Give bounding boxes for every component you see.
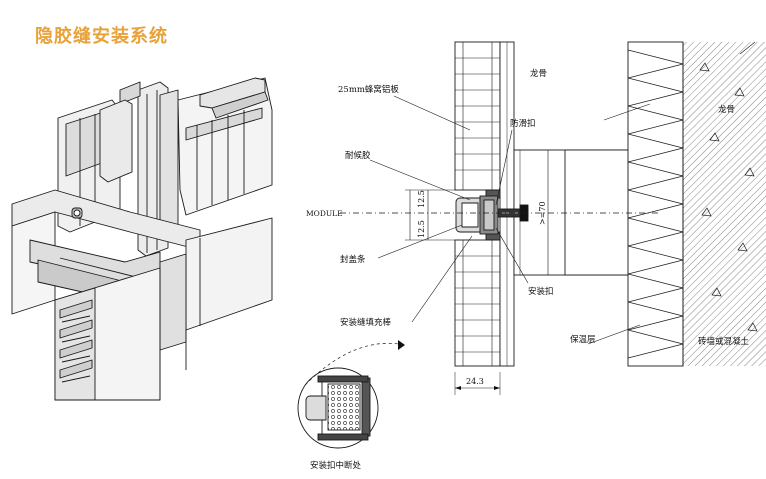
section-drawing (297, 41, 766, 449)
dim-12-5-bottom: 12.5 (417, 220, 426, 238)
isometric-assembly (11, 77, 273, 401)
page-title: 隐胶缝安装系统 (35, 26, 168, 47)
label-keel-top: 龙骨 (530, 68, 547, 79)
dim-12-5-top: 12.5 (417, 190, 426, 208)
label-insulation: 保温层 (570, 334, 596, 345)
dim-depth: >=70 (538, 201, 547, 225)
label-filler-rod: 安装缝填充棒 (340, 317, 392, 328)
label-honeycomb-panel: 25mm蜂窝铝板 (338, 84, 399, 95)
label-sealing-strip: 封盖条 (340, 254, 366, 265)
label-wall: 砖墙或混凝土 (698, 336, 750, 347)
label-install-clip: 安装扣 (528, 286, 554, 297)
label-weather-sealant: 耐候胶 (345, 150, 371, 161)
label-anti-slip-clip: 防滑扣 (510, 118, 536, 129)
label-detail-caption: 安装扣中断处 (310, 460, 362, 471)
label-keel-right: 龙骨 (718, 104, 735, 115)
dim-width: 24.3 (466, 377, 484, 386)
label-module: MODULE (306, 209, 343, 218)
